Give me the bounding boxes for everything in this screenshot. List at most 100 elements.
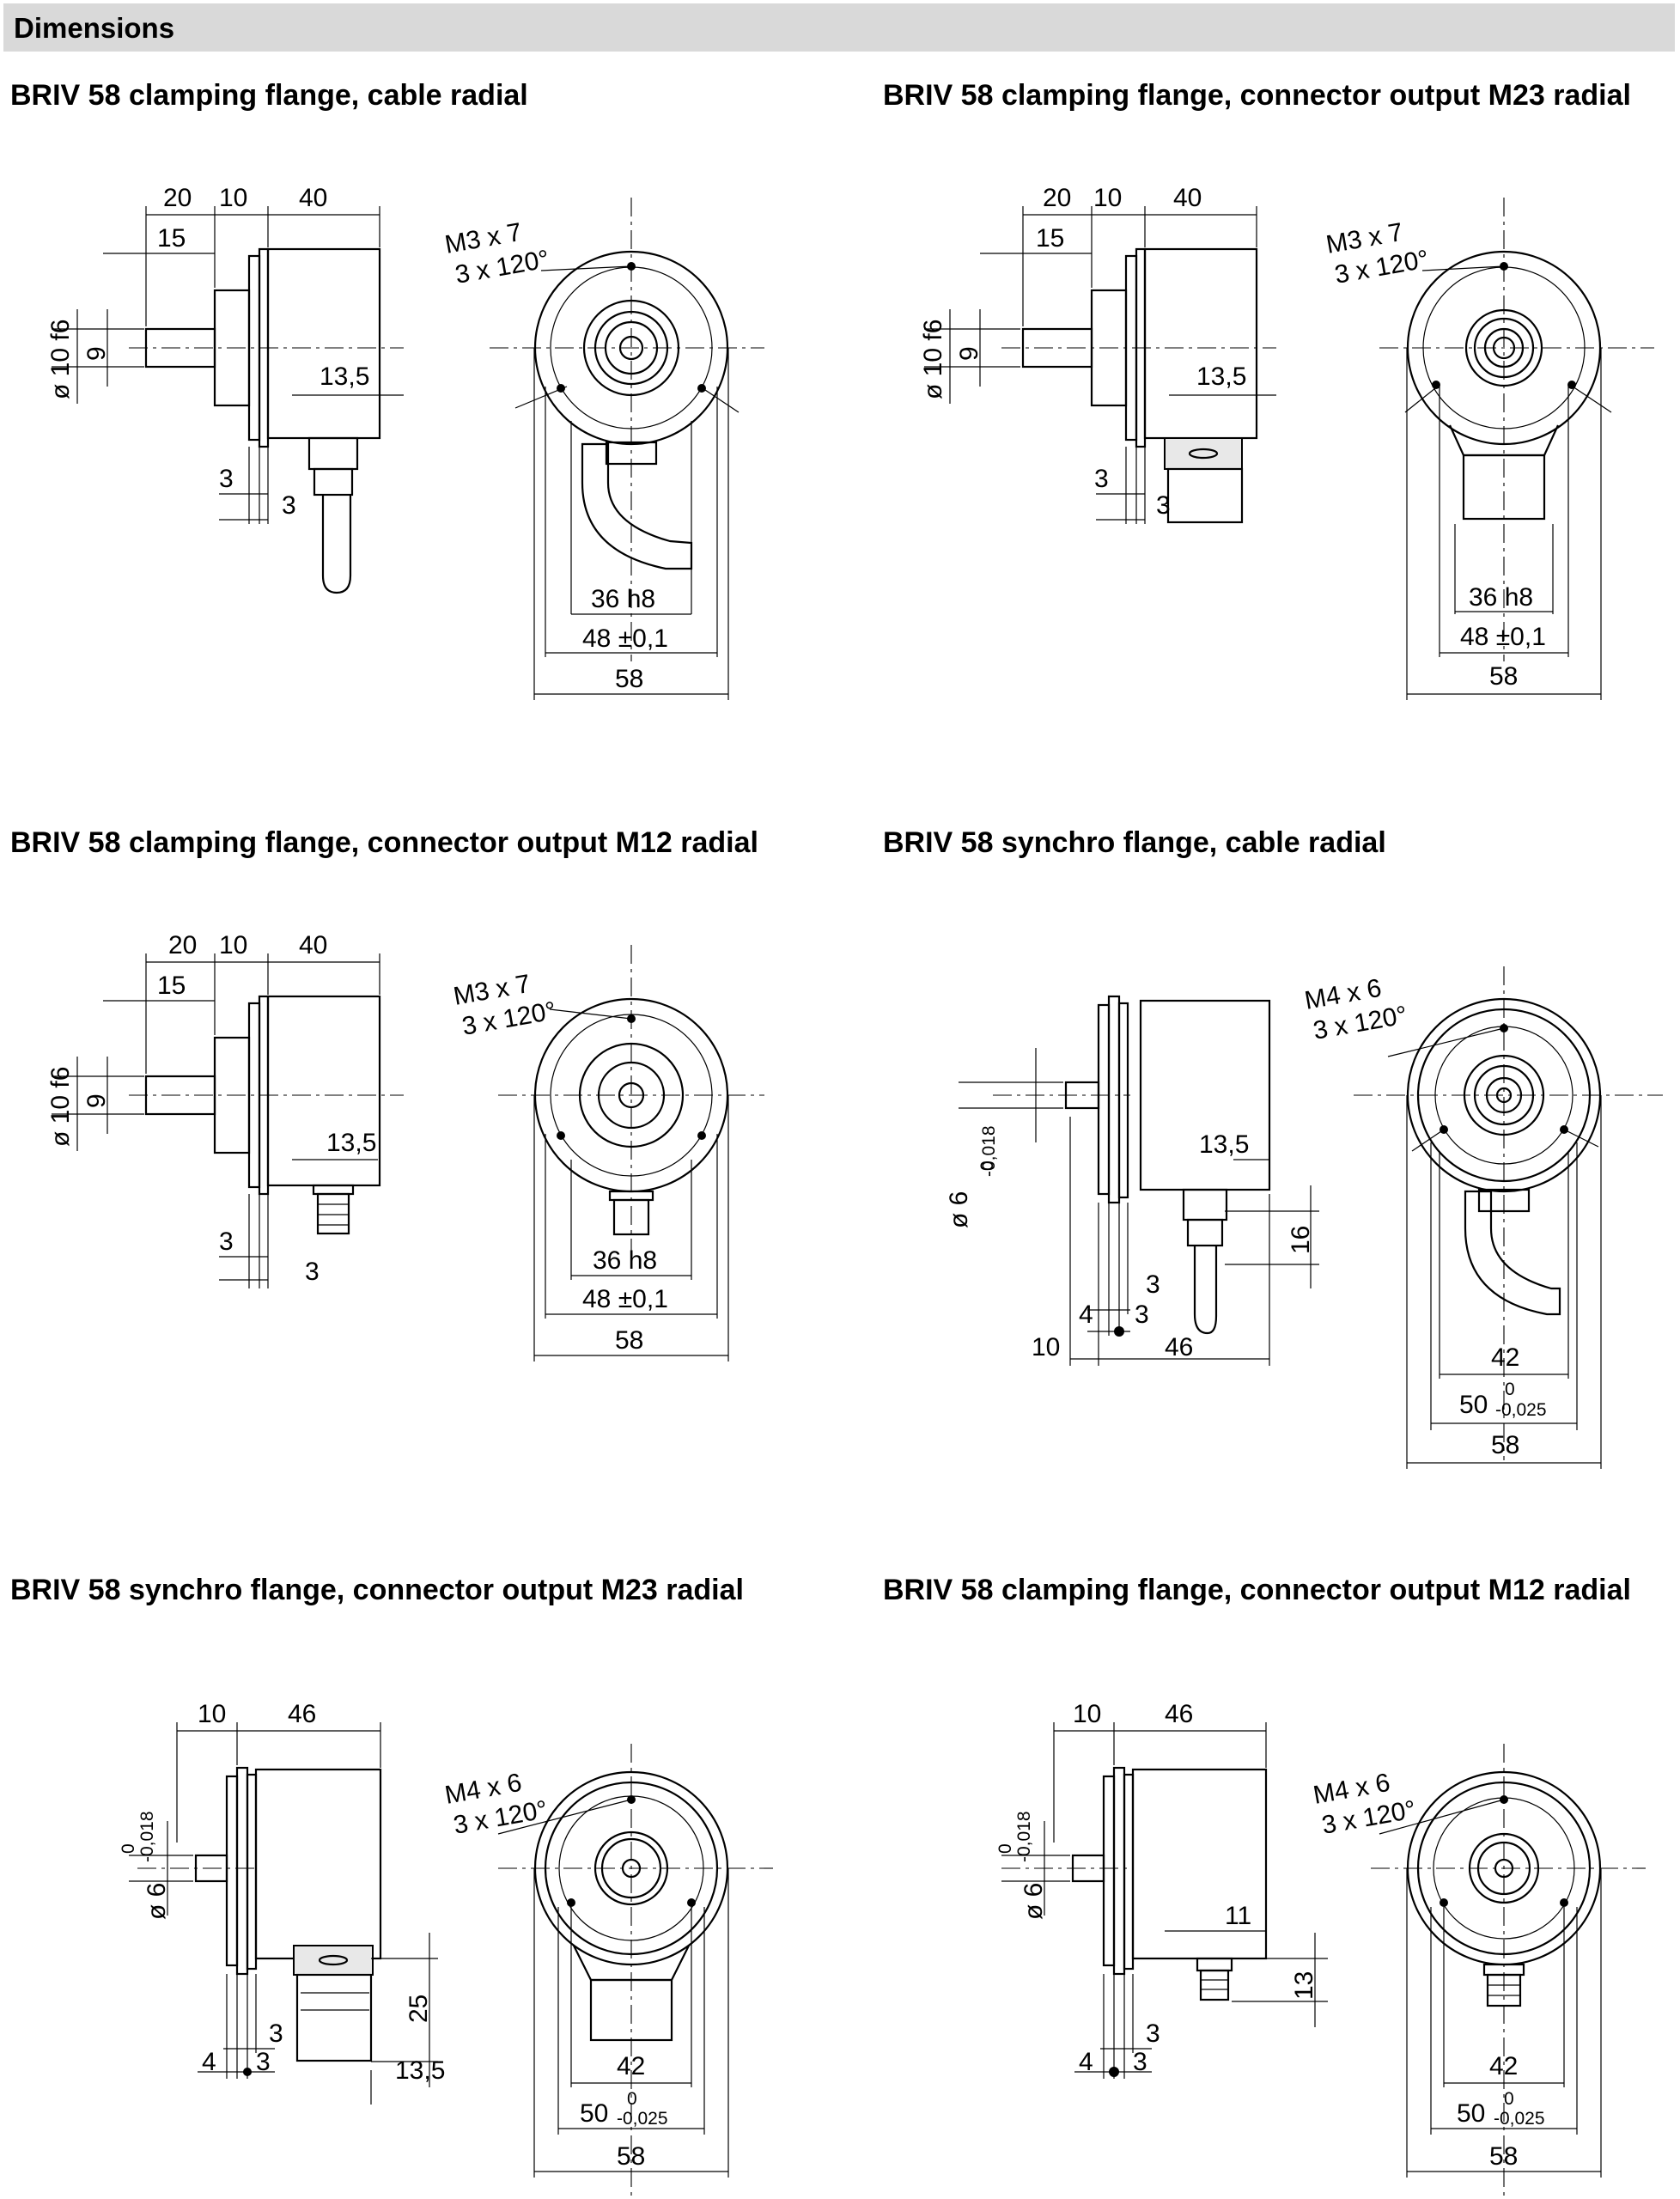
dim-58: 58 (1489, 662, 1518, 691)
dim-20: 20 (1043, 184, 1071, 212)
drawing-title: BRIV 58 clamping flange, cable radial (10, 79, 528, 112)
dim-3b: 3 (282, 491, 296, 520)
dim-50-tolerance-lower: -0,025 (617, 2109, 668, 2129)
dim-3b: 3 (1133, 2048, 1147, 2076)
dim-3b: 3 (305, 1258, 320, 1286)
dim-4: 4 (1079, 2048, 1093, 2076)
dim-48: 48 ±0,1 (1460, 623, 1546, 651)
dim-15: 15 (1036, 224, 1064, 253)
dim-13-5: 13,5 (395, 2056, 445, 2085)
side-view (959, 995, 1319, 1366)
side-view (52, 953, 404, 1288)
side-view (52, 206, 404, 594)
drawing-clamping-m12: 20 10 40 15 ø 10 f6 9 13,5 3 3 M3 x 7 3 … (46, 931, 764, 1361)
dim-shaft-diameter: ø 10 f6 (46, 320, 75, 399)
dim-36-h8: 36 h8 (591, 585, 655, 613)
dim-shaft-diameter: ø 6 (1020, 1883, 1048, 1920)
dim-13-5: 13,5 (1199, 1130, 1249, 1159)
dim-50: 50 (580, 2099, 608, 2128)
dim-13-5: 13,5 (1196, 362, 1246, 391)
dim-3a: 3 (1094, 465, 1109, 493)
dim-20: 20 (168, 931, 197, 959)
drawing-title: BRIV 58 clamping flange, connector outpu… (883, 1574, 1631, 1606)
front-view (490, 198, 764, 700)
dim-40: 40 (299, 184, 327, 212)
dim-4: 4 (202, 2048, 216, 2076)
front-view (498, 945, 764, 1361)
dim-3a: 3 (219, 1227, 234, 1256)
dim-20: 20 (163, 184, 192, 212)
dim-shaft-diameter: ø 6 (143, 1883, 171, 1920)
dim-13-5: 13,5 (320, 362, 369, 391)
dim-46: 46 (288, 1700, 316, 1728)
dim-3b: 3 (1135, 1301, 1149, 1329)
side-view (924, 206, 1276, 524)
dim-3a: 3 (269, 2019, 283, 2048)
dim-50-tolerance-upper: 0 (1505, 1380, 1515, 1399)
dim-48: 48 ±0,1 (582, 1285, 668, 1313)
dim-3a: 3 (219, 465, 234, 493)
dim-50-tolerance-upper: 0 (627, 2089, 637, 2109)
drawing-synchro-m23: 10 46 ø 6 0 -0,018 25 3 4 3 13,5 M4 x 6 … (119, 1700, 773, 2199)
dim-36-h8: 36 h8 (1469, 583, 1533, 612)
drawing-clamping-m12-b: 10 46 ø 6 0 -0,018 11 13 3 4 3 M4 x 6 3 … (995, 1700, 1646, 2199)
dim-3b: 3 (1156, 491, 1171, 520)
drawing-title: BRIV 58 synchro flange, connector output… (10, 1574, 744, 1606)
dim-13-5: 13,5 (326, 1129, 376, 1157)
dim-15: 15 (157, 224, 186, 253)
dim-11: 11 (1225, 1902, 1251, 1930)
drawing-clamping-cable: 20 10 40 15 ø 10 f6 9 13,5 3 3 M3 x 7 3 … (46, 184, 764, 700)
dim-10: 10 (198, 1700, 226, 1728)
drawing-title: BRIV 58 clamping flange, connector outpu… (10, 826, 758, 859)
dim-50-tolerance-upper: 0 (1504, 2089, 1514, 2109)
front-view (1371, 1744, 1646, 2199)
dim-13: 13 (1290, 1971, 1318, 2000)
dim-58: 58 (615, 665, 643, 693)
dim-50-tolerance-lower: -0,025 (1494, 2109, 1545, 2129)
dim-10: 10 (1032, 1333, 1060, 1361)
dim-10: 10 (219, 184, 247, 212)
dim-3a: 3 (1146, 2019, 1160, 2048)
dim-42: 42 (1491, 1343, 1519, 1372)
drawing-synchro-cable: ø 6 0 -0,018 13,5 16 3 4 3 10 46 M4 x 6 … (945, 966, 1663, 1469)
dim-tolerance-lower: -0,018 (1014, 1811, 1034, 1862)
dim-50-tolerance-lower: -0,025 (1495, 1400, 1547, 1420)
dim-42: 42 (617, 2052, 645, 2080)
dim-46: 46 (1165, 1700, 1193, 1728)
dim-40: 40 (299, 931, 327, 959)
dim-50: 50 (1457, 2099, 1485, 2128)
drawing-clamping-m23: 20 10 40 15 ø 10 f6 9 13,5 3 3 M3 x 7 3 … (919, 184, 1654, 700)
dim-9: 9 (955, 346, 983, 361)
dim-4: 4 (1079, 1301, 1093, 1329)
dim-48: 48 ±0,1 (582, 624, 668, 653)
dim-58: 58 (1489, 2142, 1518, 2171)
front-view (1379, 198, 1654, 700)
dim-40: 40 (1173, 184, 1202, 212)
dim-tolerance-upper: 0 (995, 1843, 1015, 1854)
dim-42: 42 (1489, 2052, 1518, 2080)
side-view (129, 1722, 438, 2105)
dim-tolerance-upper: 0 (119, 1843, 138, 1854)
dim-58: 58 (617, 2142, 645, 2171)
dim-9: 9 (82, 1093, 111, 1108)
section-header: Dimensions (3, 3, 1675, 52)
dim-tolerance-lower: -0,018 (979, 1125, 999, 1177)
dim-58: 58 (615, 1326, 643, 1355)
side-view (1001, 1722, 1328, 2079)
dim-25: 25 (405, 1995, 433, 2023)
dim-10: 10 (1093, 184, 1122, 212)
dim-tolerance-upper: 0 (977, 1160, 997, 1171)
drawing-title: BRIV 58 clamping flange, connector outpu… (883, 79, 1631, 112)
front-view (497, 1744, 773, 2199)
dim-10: 10 (1073, 1700, 1101, 1728)
dim-36-h8: 36 h8 (593, 1246, 657, 1275)
dim-shaft-diameter: ø 10 f6 (46, 1067, 75, 1147)
dim-10: 10 (219, 931, 247, 959)
dim-50: 50 (1459, 1391, 1488, 1419)
dim-3a: 3 (1146, 1270, 1160, 1299)
dim-tolerance-lower: -0,018 (137, 1811, 157, 1862)
drawing-title: BRIV 58 synchro flange, cable radial (883, 826, 1386, 859)
dim-3b: 3 (256, 2048, 271, 2076)
dim-shaft-diameter: ø 10 f6 (919, 320, 947, 399)
dim-46: 46 (1165, 1333, 1193, 1361)
